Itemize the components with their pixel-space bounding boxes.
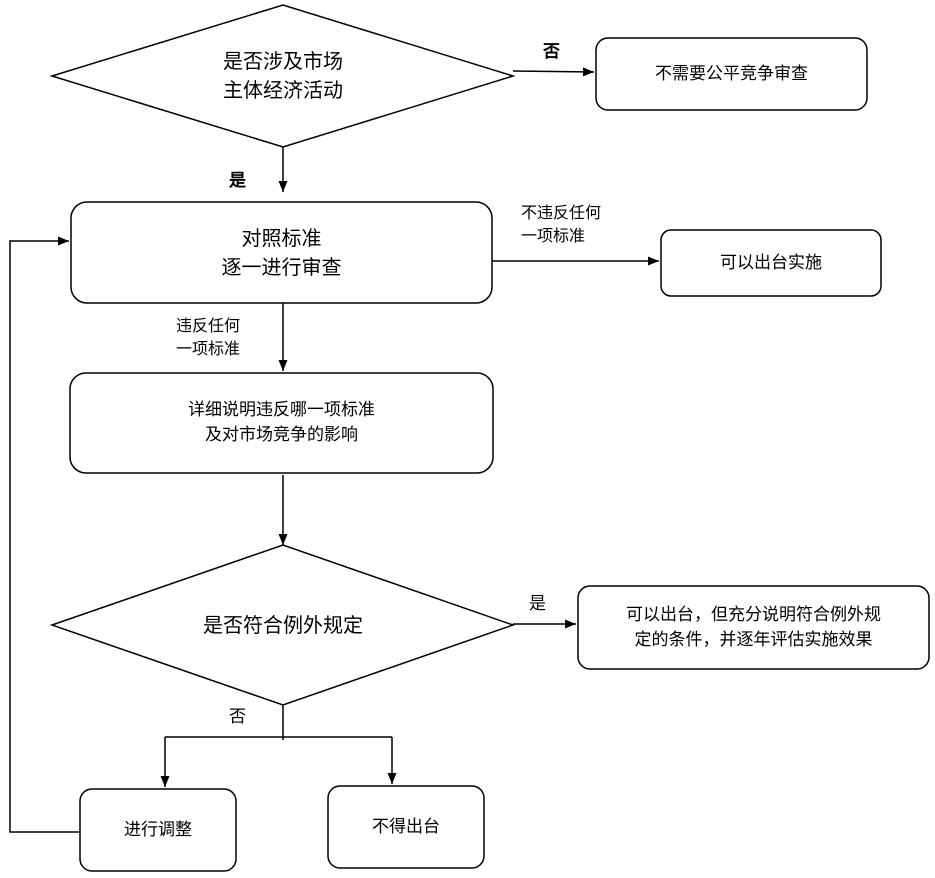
edge-label-not-violate: 不违反任何 一项标准 [521, 203, 602, 246]
cannot-issue-label: 不得出台 [372, 816, 440, 837]
exception-diamond [49, 544, 516, 706]
market-activity-label: 是否涉及市场 主体经济活动 [223, 49, 343, 102]
edge-label-violate: 违反任何 一项标准 [176, 316, 241, 359]
exception-yes-box [577, 585, 930, 670]
no-review-box [595, 37, 868, 111]
exception-check-label: 是否符合例外规定 [203, 612, 363, 637]
market-activity-diamond [49, 4, 516, 148]
arrow-q1-no [512, 67, 595, 77]
compare-review-box [70, 201, 493, 304]
edge-label-q2-no: 否 [229, 707, 246, 727]
cannot-issue-box [327, 785, 485, 869]
no-review-label: 不需要公平竞争审查 [655, 63, 808, 84]
adjust-box [79, 788, 237, 872]
compare-review-label: 对照标准 逐一进行审查 [221, 225, 342, 279]
explain-violation-box [69, 372, 494, 474]
explain-violation-label: 详细说明违反哪一项标准 及对市场竞争的影响 [188, 400, 375, 445]
adjust-label: 进行调整 [124, 819, 192, 840]
edge-label-q1-yes: 是 [229, 171, 246, 191]
can-implement-box [660, 229, 882, 297]
can-implement-label: 可以出台实施 [720, 252, 822, 273]
exception-yes-label: 可以出台，但充分说明符合例外规 定的条件，并逐年评估实施效果 [626, 604, 881, 650]
edge-label-q2-yes: 是 [529, 594, 546, 614]
arrow-loop-back [9, 236, 80, 833]
edge-label-q1-no: 否 [543, 42, 560, 62]
